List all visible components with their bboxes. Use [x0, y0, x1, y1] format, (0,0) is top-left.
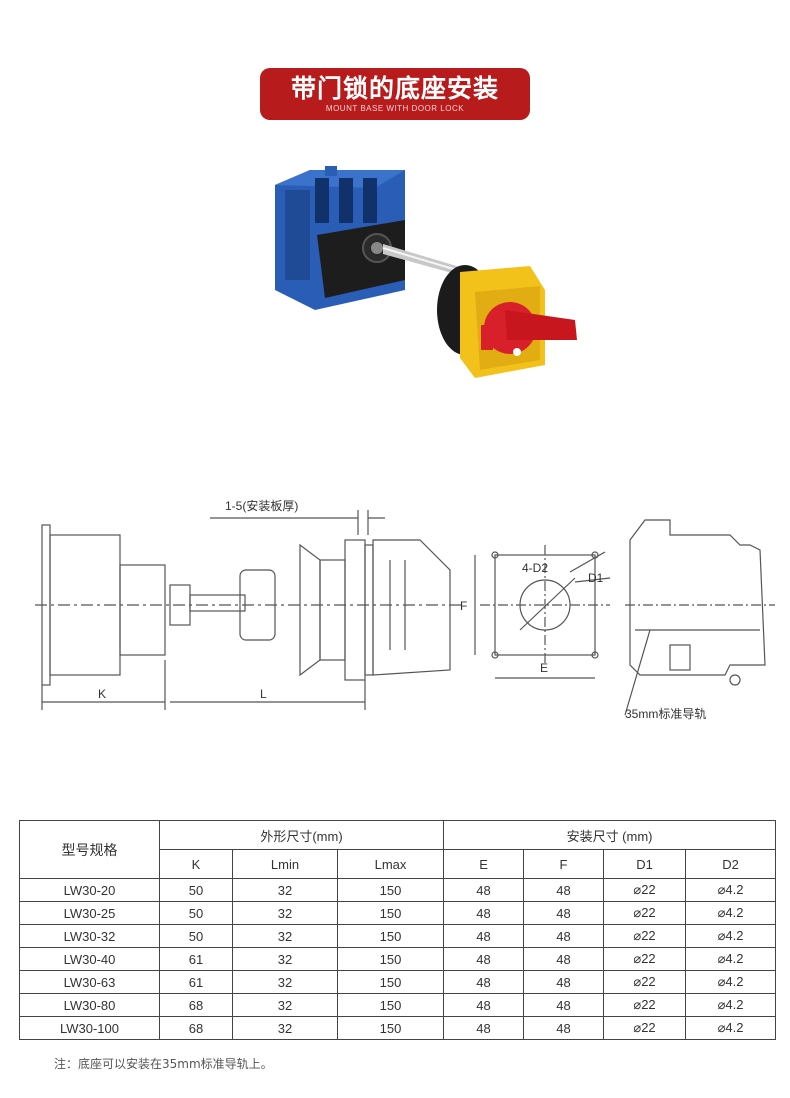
- table-row: LW30-40 61 32 150 48 48 ⌀22 ⌀4.2: [19, 947, 777, 971]
- table-cell: 48: [523, 1016, 605, 1040]
- table-cell: 50: [159, 878, 233, 902]
- dimension-drawing: 1-5(安装板厚) K L 4-D2 D1 F E 35mm标准导轨: [35, 498, 775, 721]
- table-row: LW30-100 68 32 150 48 48 ⌀22 ⌀4.2: [19, 1016, 777, 1040]
- table-cell: 150: [336, 947, 445, 971]
- table-cell: 32: [232, 924, 338, 948]
- title-banner: 带门锁的底座安装 MOUNT BASE WITH DOOR LOCK: [260, 68, 530, 120]
- table-cell: 61: [159, 970, 233, 994]
- thickness-label: 1-5(安装板厚): [225, 498, 298, 513]
- table-cell: 48: [523, 970, 605, 994]
- table-cell: ⌀4.2: [685, 1016, 777, 1040]
- model-header: 型号规格: [19, 820, 160, 879]
- d1-label: D1: [588, 571, 604, 585]
- l-label: L: [260, 687, 267, 701]
- table-cell: 48: [443, 947, 525, 971]
- col-header: D2: [685, 849, 777, 879]
- table-cell: 48: [523, 993, 605, 1017]
- rail-label: 35mm标准导轨: [625, 707, 706, 721]
- table-cell: 48: [523, 901, 605, 925]
- table-cell: ⌀4.2: [685, 901, 777, 925]
- banner-title: 带门锁的底座安装: [290, 74, 499, 103]
- table-cell: ⌀22: [603, 901, 687, 925]
- table-cell: 48: [523, 947, 605, 971]
- table-cell: LW30-32: [19, 924, 160, 948]
- footnote: 注：底座可以安装在35mm标准导轨上。: [54, 1057, 273, 1071]
- door-handle: [437, 265, 577, 378]
- table-cell: ⌀4.2: [685, 947, 777, 971]
- table-cell: ⌀22: [603, 970, 687, 994]
- table-cell: 150: [336, 970, 445, 994]
- switch-body: [275, 166, 405, 310]
- table-cell: 68: [159, 1016, 233, 1040]
- table-cell: ⌀22: [603, 1016, 687, 1040]
- table-cell: 48: [443, 878, 525, 902]
- table-cell: 32: [232, 901, 338, 925]
- table-cell: 32: [232, 878, 338, 902]
- table-cell: LW30-100: [19, 1016, 160, 1040]
- table-cell: ⌀4.2: [685, 970, 777, 994]
- table-cell: 150: [336, 901, 445, 925]
- table-cell: 32: [232, 947, 338, 971]
- table-cell: 32: [232, 970, 338, 994]
- spec-table: 型号规格 外形尺寸(mm) 安装尺寸 (mm) K Lmin Lmax E F …: [19, 820, 777, 1040]
- table-row: LW30-32 50 32 150 48 48 ⌀22 ⌀4.2: [19, 924, 777, 948]
- table-cell: 48: [443, 1016, 525, 1040]
- col-header: F: [523, 849, 605, 879]
- table-cell: 150: [336, 878, 445, 902]
- table-cell: LW30-80: [19, 993, 160, 1017]
- table-cell: 150: [336, 993, 445, 1017]
- table-cell: 32: [232, 1016, 338, 1040]
- table-cell: 150: [336, 924, 445, 948]
- table-cell: ⌀4.2: [685, 993, 777, 1017]
- banner-subtitle: MOUNT BASE WITH DOOR LOCK: [325, 104, 465, 113]
- table-cell: ⌀22: [603, 878, 687, 902]
- product-image: [275, 166, 577, 378]
- table-cell: ⌀4.2: [685, 924, 777, 948]
- table-cell: 32: [232, 993, 338, 1017]
- table-cell: 50: [159, 901, 233, 925]
- col-header: E: [443, 849, 525, 879]
- col-header: Lmax: [336, 849, 445, 879]
- table-cell: LW30-40: [19, 947, 160, 971]
- install-dim-header: 安装尺寸 (mm): [443, 820, 777, 850]
- f-label: F: [460, 599, 467, 613]
- table-cell: ⌀22: [603, 993, 687, 1017]
- d2-label: 4-D2: [522, 561, 548, 575]
- col-header: Lmin: [232, 849, 338, 879]
- table-row: LW30-25 50 32 150 48 48 ⌀22 ⌀4.2: [19, 901, 777, 925]
- k-label: K: [98, 687, 106, 701]
- table-cell: 48: [523, 924, 605, 948]
- table-cell: 48: [523, 878, 605, 902]
- table-cell: ⌀22: [603, 947, 687, 971]
- table-cell: 150: [336, 1016, 445, 1040]
- table-cell: ⌀22: [603, 924, 687, 948]
- table-row: LW30-63 61 32 150 48 48 ⌀22 ⌀4.2: [19, 970, 777, 994]
- col-header: K: [159, 849, 233, 879]
- table-cell: 48: [443, 970, 525, 994]
- table-cell: ⌀4.2: [685, 878, 777, 902]
- table-cell: 68: [159, 993, 233, 1017]
- table-cell: 48: [443, 901, 525, 925]
- e-label: E: [540, 661, 548, 675]
- table-cell: LW30-63: [19, 970, 160, 994]
- table-cell: LW30-25: [19, 901, 160, 925]
- table-cell: 61: [159, 947, 233, 971]
- col-header: D1: [603, 849, 687, 879]
- outline-dim-header: 外形尺寸(mm): [158, 820, 445, 850]
- table-cell: 48: [443, 993, 525, 1017]
- table-cell: 50: [159, 924, 233, 948]
- table-row: LW30-80 68 32 150 48 48 ⌀22 ⌀4.2: [19, 993, 777, 1017]
- table-row: LW30-20 50 32 150 48 48 ⌀22 ⌀4.2: [19, 878, 777, 902]
- table-cell: 48: [443, 924, 525, 948]
- table-cell: LW30-20: [19, 878, 160, 902]
